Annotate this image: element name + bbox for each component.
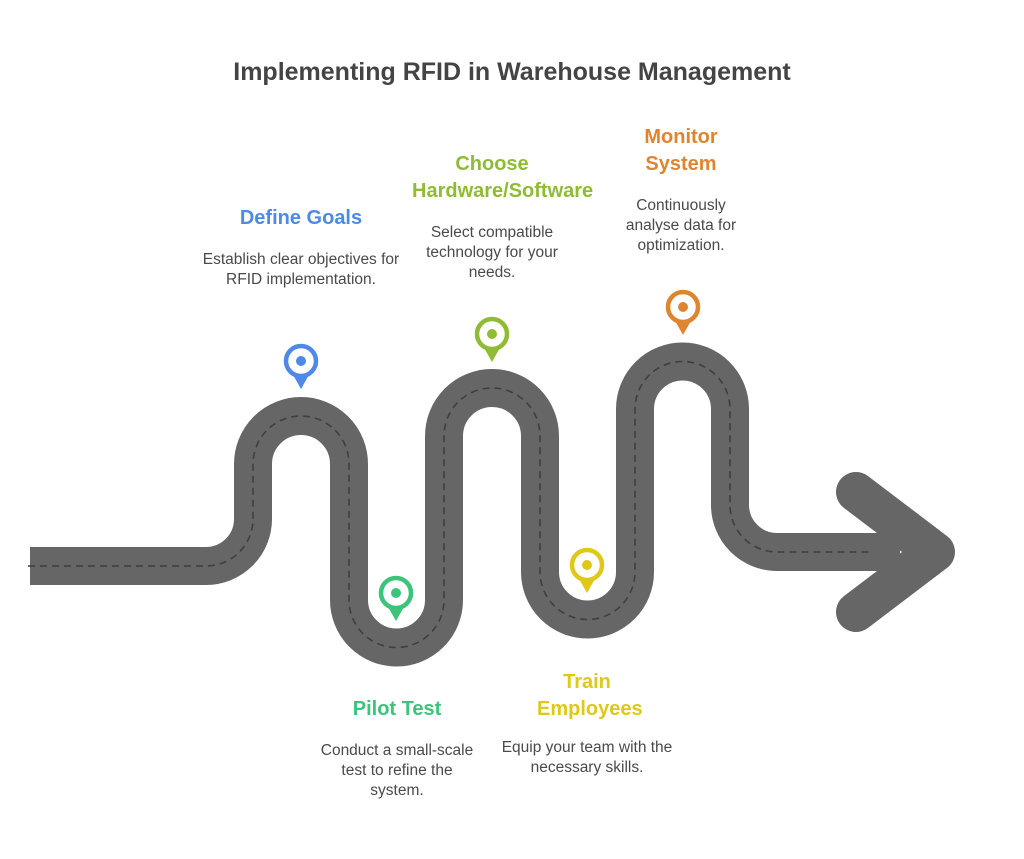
- step-title-train-employees: Train Employees: [537, 671, 643, 720]
- map-pin-icon: [378, 575, 414, 621]
- step-title-pilot-test: Pilot Test: [352, 698, 442, 720]
- map-pin-icon: [569, 547, 605, 593]
- map-pin-icon: [665, 289, 701, 335]
- step-desc-pilot-test: Conduct a small-scale test to refine the…: [320, 742, 474, 799]
- map-pin-icon: [474, 316, 510, 362]
- step-desc-train-employees: Equip your team with the necessary skill…: [501, 739, 673, 776]
- map-pin-icon: [283, 343, 319, 389]
- step-desc-define-goals: Establish clear objectives for RFID impl…: [202, 251, 400, 288]
- step-title-choose-hardware-software: Choose Hardware/Software: [412, 153, 594, 202]
- arrow-head: [836, 472, 955, 632]
- winding-road: [30, 342, 900, 667]
- step-title-monitor-system: Monitor System: [644, 126, 718, 175]
- step-desc-choose-hardware-software: Select compatible technology for your ne…: [426, 224, 558, 281]
- road-center-dashes: [28, 360, 870, 649]
- diagram-title: Implementing RFID in Warehouse Managemen…: [233, 58, 791, 86]
- step-title-define-goals: Define Goals: [239, 207, 363, 229]
- step-desc-monitor-system: Continuously analyse data for optimizati…: [625, 197, 737, 254]
